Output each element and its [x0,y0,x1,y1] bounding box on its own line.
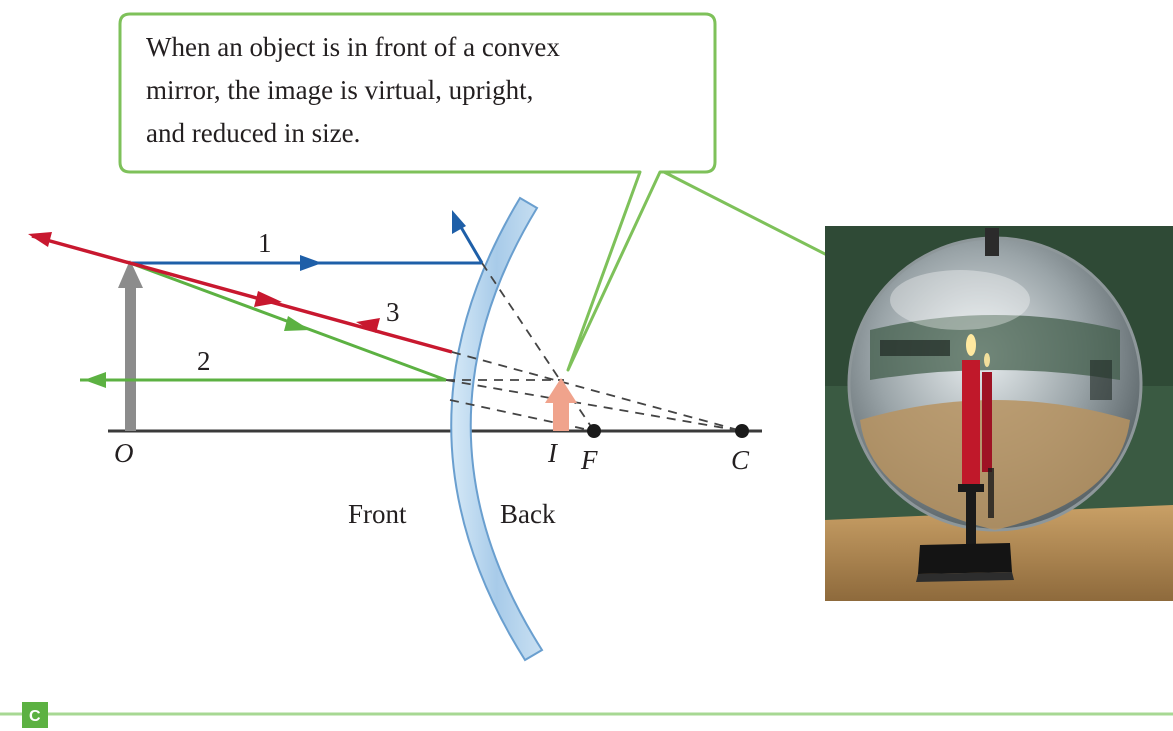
back-label: Back [500,499,556,529]
ray-3-label: 3 [386,297,400,327]
callout-line-1: When an object is in front of a convex [146,32,560,62]
ray-1 [130,210,484,271]
part-badge [22,702,48,728]
part-badge-label: C [29,708,41,725]
convex-mirror-photo [825,226,1173,601]
image-label: I [547,438,559,468]
object-arrow [118,260,143,431]
callout-box [118,12,717,372]
ray-1-label: 1 [258,228,272,258]
virtual-ray-extensions [445,262,743,432]
object-label: O [114,438,134,468]
center-point [735,424,749,438]
ray-2-label: 2 [197,346,211,376]
ray-3 [28,232,453,354]
front-label: Front [348,499,407,529]
focal-point [587,424,601,438]
callout-line-3: and reduced in size. [146,118,360,148]
convex-mirror [450,196,544,662]
center-label: C [731,445,750,475]
callout-line-2: mirror, the image is virtual, upright, [146,75,533,105]
image-arrow [545,378,577,431]
focal-label: F [580,445,598,475]
ray-2 [80,261,447,388]
